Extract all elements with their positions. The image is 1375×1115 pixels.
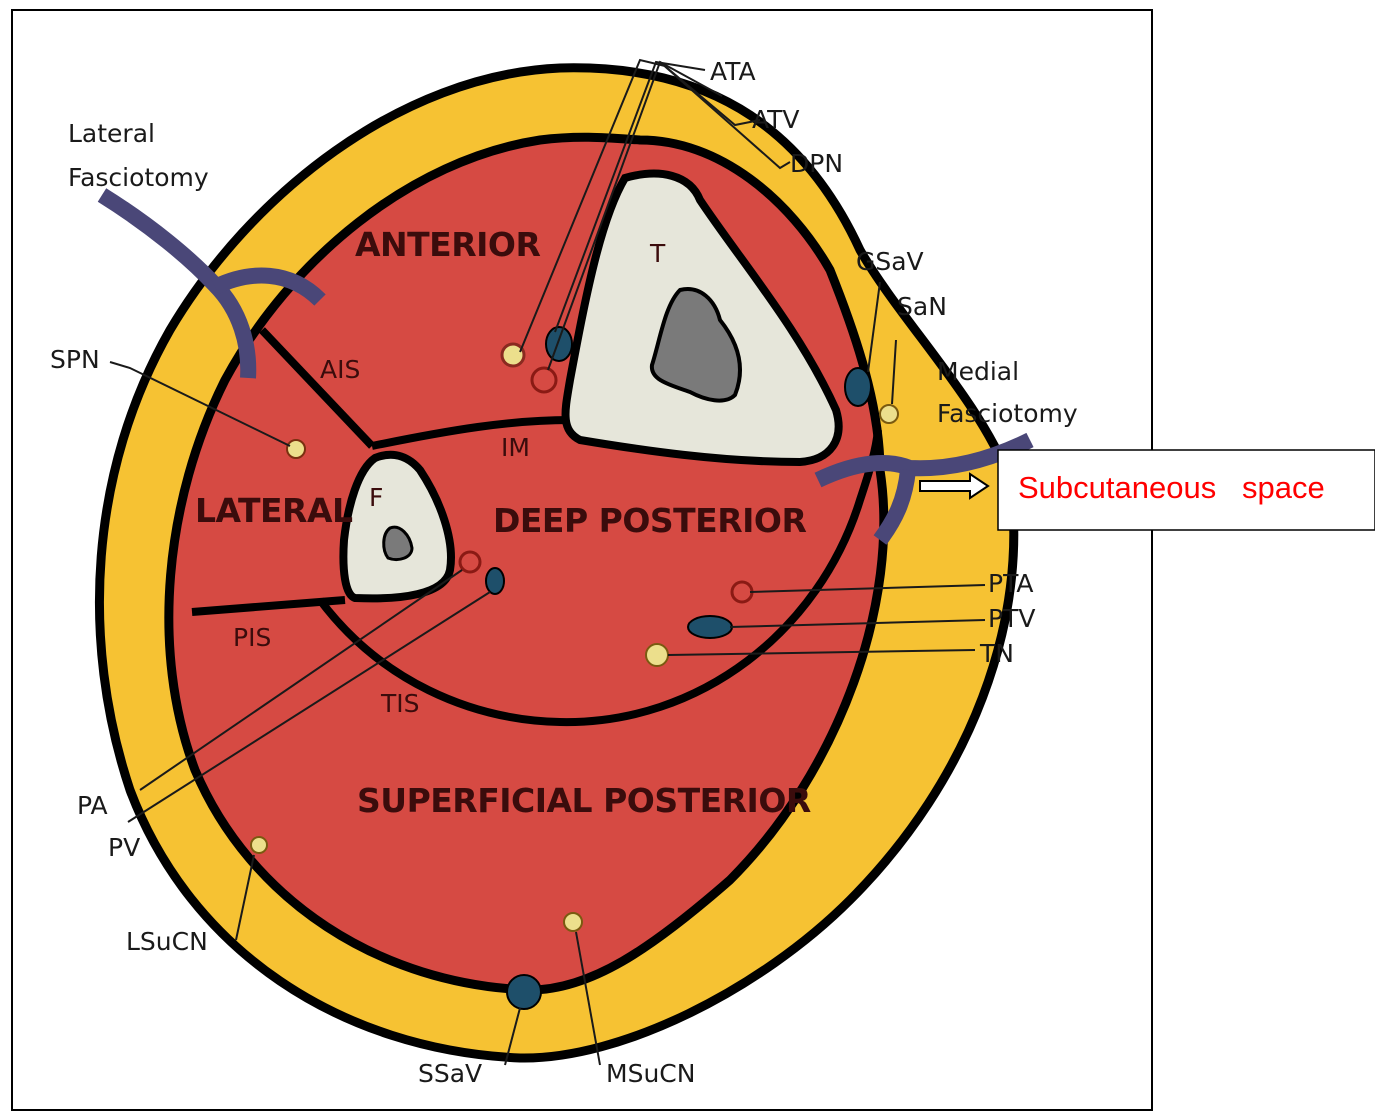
dpn-label: DPN bbox=[790, 149, 843, 178]
anterior-tibial-vein-dot bbox=[546, 327, 572, 361]
tibia-label: T bbox=[649, 239, 666, 268]
pta-label: PTA bbox=[988, 569, 1034, 598]
lateral-compartment-label: LATERAL bbox=[195, 491, 353, 530]
superficial-posterior-compartment-label: SUPERFICIAL POSTERIOR bbox=[357, 781, 811, 820]
im-label: IM bbox=[501, 433, 530, 462]
anterior-compartment-label: ANTERIOR bbox=[355, 225, 540, 264]
posterior-tibial-vein-dot bbox=[688, 616, 732, 638]
lateral-sural-cutaneous-nerve-dot bbox=[251, 837, 267, 853]
ais-label: AIS bbox=[320, 355, 360, 384]
saphenous-nerve-dot bbox=[880, 405, 898, 423]
posterior-tibial-artery-dot bbox=[732, 582, 752, 602]
pa-label: PA bbox=[77, 791, 108, 820]
subcutaneous-space-callout-text: Subcutaneous space bbox=[1018, 470, 1325, 505]
anterior-tibial-nerve-dot bbox=[502, 344, 524, 366]
tn-label: TN bbox=[979, 639, 1014, 668]
tibial-nerve-dot bbox=[646, 644, 668, 666]
pv-label: PV bbox=[108, 833, 140, 862]
ptv-label: PTV bbox=[988, 604, 1035, 633]
gsav-label: GSaV bbox=[856, 247, 924, 276]
lateral-fasciotomy-label-line2: Fasciotomy bbox=[68, 163, 209, 192]
ssav-label: SSaV bbox=[418, 1059, 482, 1088]
small-saphenous-vein-dot bbox=[507, 975, 541, 1009]
deep-posterior-compartment-label: DEEP POSTERIOR bbox=[493, 501, 806, 540]
anterior-tibial-artery-dot bbox=[532, 368, 556, 392]
medial-fasciotomy-label-line2: Fasciotomy bbox=[937, 399, 1078, 428]
lateral-fasciotomy-label-line1: Lateral bbox=[68, 119, 155, 148]
pis-label: PIS bbox=[233, 623, 271, 652]
ata-label: ATA bbox=[710, 57, 756, 86]
peroneal-vein-dot bbox=[486, 568, 504, 594]
superficial-peroneal-nerve-dot bbox=[287, 440, 305, 458]
spn-label: SPN bbox=[50, 345, 100, 374]
tis-label: TIS bbox=[380, 689, 420, 718]
peroneal-artery-dot bbox=[460, 552, 480, 572]
san-label: SaN bbox=[897, 292, 947, 321]
medial-fasciotomy-label-line1: Medial bbox=[937, 357, 1019, 386]
lsucn-label: LSuCN bbox=[126, 927, 208, 956]
fibula-label: F bbox=[369, 483, 383, 512]
atv-label: ATV bbox=[752, 105, 800, 134]
medial-sural-cutaneous-nerve-dot bbox=[564, 913, 582, 931]
great-saphenous-vein-dot bbox=[845, 368, 871, 406]
msucn-label: MSuCN bbox=[606, 1059, 695, 1088]
